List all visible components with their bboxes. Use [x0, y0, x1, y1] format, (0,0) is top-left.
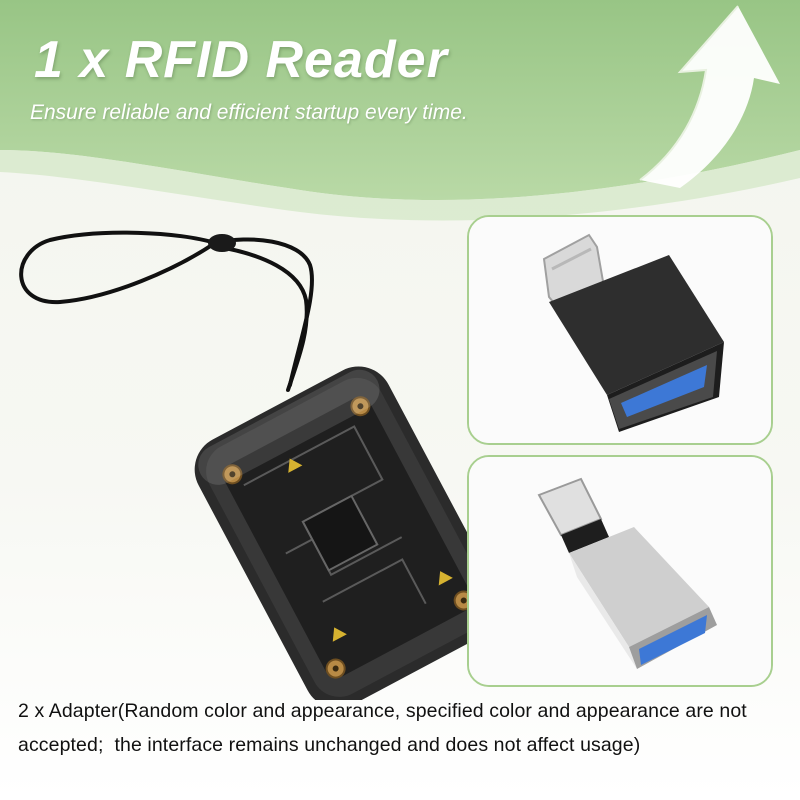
up-arrow-icon	[639, 5, 780, 188]
adapter-card-silver	[467, 455, 773, 687]
lanyard-cord	[19, 230, 314, 392]
header-wave-background	[0, 0, 800, 221]
page-title: 1 x RFID Reader	[34, 31, 448, 89]
page-subtitle: Ensure reliable and efficient startup ev…	[30, 101, 468, 124]
adapter-description: 2 x Adapter(Random color and appearance,…	[18, 700, 753, 756]
adapter-card-black	[467, 215, 773, 445]
black-usb-c-adapter-image	[469, 217, 771, 443]
silver-usb-c-adapter-image	[469, 457, 771, 685]
rfid-reader-image	[19, 230, 470, 700]
cord-lock	[208, 234, 236, 252]
